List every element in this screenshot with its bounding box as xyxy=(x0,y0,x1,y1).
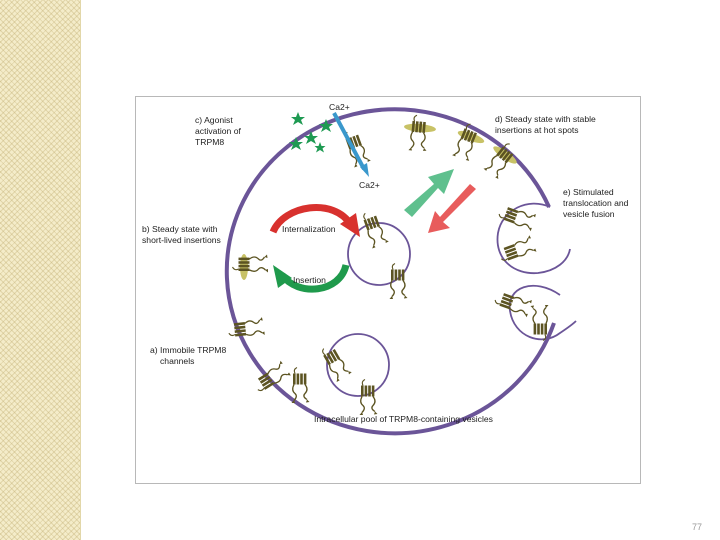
channel-recycling-1 xyxy=(359,208,390,250)
label-agonist-activation-2: activation of xyxy=(195,126,241,136)
label-insertion: Insertion xyxy=(293,275,326,285)
label-stimulated-translocation-2: translocation and xyxy=(563,198,629,208)
figure-canvas: c) Agonist activation of TRPM8 Ca2+ Ca2+… xyxy=(142,102,629,436)
calcium-arrowhead-icon xyxy=(360,163,369,177)
channel-vesicle-lower-1 xyxy=(492,287,534,318)
channel-recycling-2 xyxy=(388,262,409,300)
fusing-vesicle-lower xyxy=(508,285,577,341)
page-number: 77 xyxy=(691,522,702,532)
label-ca-in: Ca2+ xyxy=(329,102,350,112)
internalization-arrow xyxy=(269,204,354,234)
cell-membrane xyxy=(224,107,556,436)
label-immobile-channels: a) Immobile TRPM8 xyxy=(150,345,226,355)
label-ca-out: Ca2+ xyxy=(359,180,380,190)
channel-pool-1 xyxy=(318,341,353,383)
calcium-flux-arrow xyxy=(332,112,366,170)
label-stimulated-translocation: e) Stimulated xyxy=(563,187,614,197)
internalization-arrowhead-icon xyxy=(340,213,360,237)
channel-immobile-3 xyxy=(290,366,311,404)
endocytosis-arrow-icon xyxy=(428,184,476,233)
label-stable-insertions: d) Steady state with stable xyxy=(495,114,596,124)
channel-vesicle-upper-1 xyxy=(496,201,538,232)
channel-vesicle-lower-2 xyxy=(529,304,550,342)
channel-short-lived xyxy=(231,253,269,274)
label-agonist-activation: c) Agonist xyxy=(195,115,233,125)
label-internalization: Internalization xyxy=(282,224,336,234)
hotspot-right xyxy=(493,146,517,164)
label-stimulated-translocation-3: vesicle fusion xyxy=(563,209,615,219)
agonist-molecules-icon xyxy=(289,112,333,153)
exocytosis-arrow-icon xyxy=(404,169,454,217)
insertion-arrowhead-icon xyxy=(273,265,292,288)
label-vesicle-pool: Intracellular pool of TRPM8-containing v… xyxy=(314,414,493,424)
trpm8-trafficking-figure: c) Agonist activation of TRPM8 Ca2+ Ca2+… xyxy=(135,96,641,484)
label-immobile-channels-2: channels xyxy=(160,356,194,366)
recycling-vesicle xyxy=(347,222,411,286)
pool-vesicle xyxy=(326,333,390,397)
label-short-lived-insertions: b) Steady state with xyxy=(142,224,218,234)
channel-pool-2 xyxy=(358,378,379,416)
label-stable-insertions-2: insertions at hot spots xyxy=(495,125,579,135)
decorative-side-strip xyxy=(0,0,81,540)
channel-vesicle-upper-2 xyxy=(496,234,538,265)
channel-hotspot-1 xyxy=(407,114,431,153)
fusing-vesicle-upper xyxy=(496,202,571,274)
label-agonist-activation-3: TRPM8 xyxy=(195,137,224,147)
label-short-lived-insertions-2: short-lived insertions xyxy=(142,235,221,245)
